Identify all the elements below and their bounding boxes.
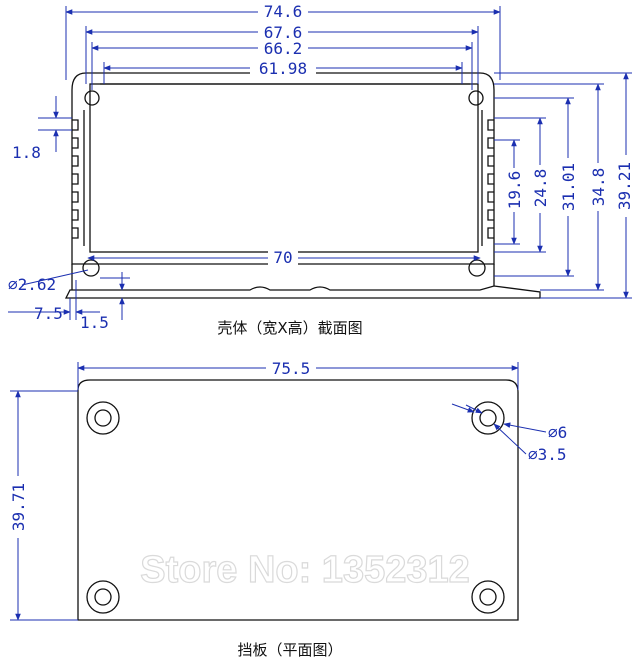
dim-19-6: 19.6 — [505, 171, 524, 210]
dim-39-71: 39.71 — [9, 483, 28, 531]
dim-1-8: 1.8 — [12, 143, 41, 162]
dim-31-01: 31.01 — [559, 163, 578, 211]
dim-2-62: ⌀2.62 — [8, 275, 56, 294]
housing-cross-section — [64, 72, 541, 299]
dim-6: ⌀6 — [548, 423, 567, 442]
dim-66-2: 66.2 — [264, 39, 303, 58]
top-dimensions: 74.6 67.6 66.2 61.98 — [65, 1, 501, 90]
mount-hole-bottom-left — [86, 580, 120, 614]
mount-hole-top-right — [471, 401, 505, 435]
plate-caption: 挡板（平面图） — [237, 641, 342, 659]
dim-1-5: 1.5 — [80, 313, 109, 332]
plate-dimensions: 75.5 39.71 ⌀6 ⌀3.5 — [8, 358, 567, 621]
end-plate — [77, 379, 519, 621]
inner-width-dimension: 70 — [87, 248, 481, 267]
dim-61-98: 61.98 — [259, 59, 307, 78]
dim-39-21: 39.21 — [615, 162, 634, 210]
dim-75-5: 75.5 — [272, 359, 311, 378]
right-dimensions: 19.6 24.8 31.01 34.8 39.21 — [494, 72, 634, 299]
dim-67-6: 67.6 — [264, 23, 303, 42]
dim-70: 70 — [273, 248, 292, 267]
dim-7-5: 7.5 — [34, 304, 63, 323]
mount-hole-bottom-right — [471, 580, 505, 614]
store-watermark: Store No: 1352312 — [140, 549, 470, 591]
dim-74-6: 74.6 — [264, 2, 303, 21]
dim-24-8: 24.8 — [531, 169, 550, 208]
dim-34-8: 34.8 — [589, 168, 608, 207]
left-dimensions: 1.8 ⌀2.62 7.5 1.5 — [8, 96, 130, 332]
mount-hole-top-left — [86, 401, 120, 435]
dim-3-5: ⌀3.5 — [528, 445, 567, 464]
housing-caption: 壳体（宽X高）截面图 — [217, 319, 362, 337]
